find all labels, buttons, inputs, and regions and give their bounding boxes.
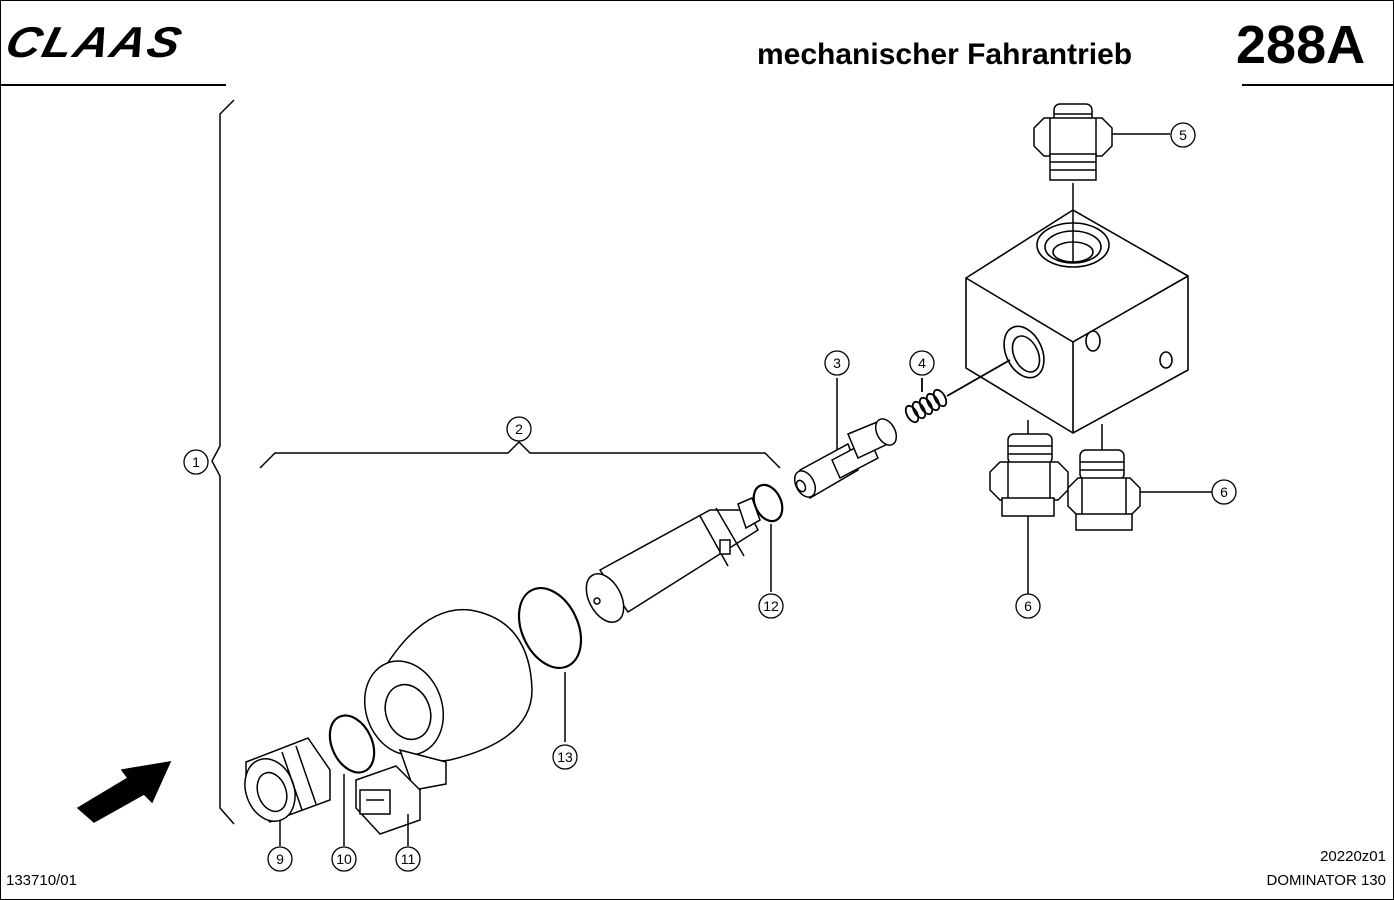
callout-13: 13 xyxy=(557,749,573,765)
armature-tube xyxy=(585,496,761,623)
callout-circles xyxy=(183,122,1237,872)
callout-circle-11 xyxy=(395,846,421,872)
model-name: DOMINATOR 130 xyxy=(1266,872,1386,889)
callout-6a: 6 xyxy=(1220,484,1228,500)
callout-circle-1 xyxy=(183,449,209,475)
spring-4 xyxy=(904,359,1011,424)
knurled-nut-9 xyxy=(244,737,331,846)
callout-circle-13 xyxy=(552,744,578,770)
callout-circle-6a xyxy=(1211,479,1237,505)
callout-circle-9 xyxy=(267,846,293,872)
callout-10: 10 xyxy=(336,851,352,867)
valve-spool-3 xyxy=(793,378,898,500)
solenoid-coil xyxy=(363,608,533,791)
callout-4: 4 xyxy=(918,355,926,371)
assembly-bracket-1 xyxy=(211,99,235,825)
callout-1: 1 xyxy=(192,454,200,470)
o-ring-10 xyxy=(328,714,376,846)
callout-5: 5 xyxy=(1179,127,1187,143)
callout-circle-12 xyxy=(758,593,784,619)
callout-11: 11 xyxy=(401,851,416,867)
page-title: mechanischer Fahrantrieb xyxy=(757,38,1133,71)
callout-9: 9 xyxy=(276,851,284,867)
callout-circle-2 xyxy=(506,416,532,442)
callout-circle-3 xyxy=(824,350,850,376)
connector-11 xyxy=(355,765,421,846)
direction-arrow xyxy=(76,761,172,823)
callout-12: 12 xyxy=(763,598,779,614)
valve-block xyxy=(965,209,1189,434)
drawing-reference: 133710/01 xyxy=(6,872,77,889)
callout-circle-6b xyxy=(1015,593,1041,619)
callout-6b: 6 xyxy=(1024,598,1032,614)
assembly-bracket-2 xyxy=(259,440,781,469)
callout-circle-5 xyxy=(1170,122,1196,148)
diagram-code: 20220z01 xyxy=(1320,848,1386,865)
o-ring-12 xyxy=(752,483,784,592)
callout-2: 2 xyxy=(515,421,523,437)
o-ring-13 xyxy=(517,587,583,742)
callout-3: 3 xyxy=(833,355,841,371)
fitting-6-left xyxy=(989,420,1069,595)
fitting-6-right xyxy=(1067,424,1212,531)
callout-circle-4 xyxy=(909,350,935,376)
fitting-5 xyxy=(1033,103,1113,262)
callout-circle-10 xyxy=(331,846,357,872)
page-number: 288A xyxy=(1236,15,1366,75)
